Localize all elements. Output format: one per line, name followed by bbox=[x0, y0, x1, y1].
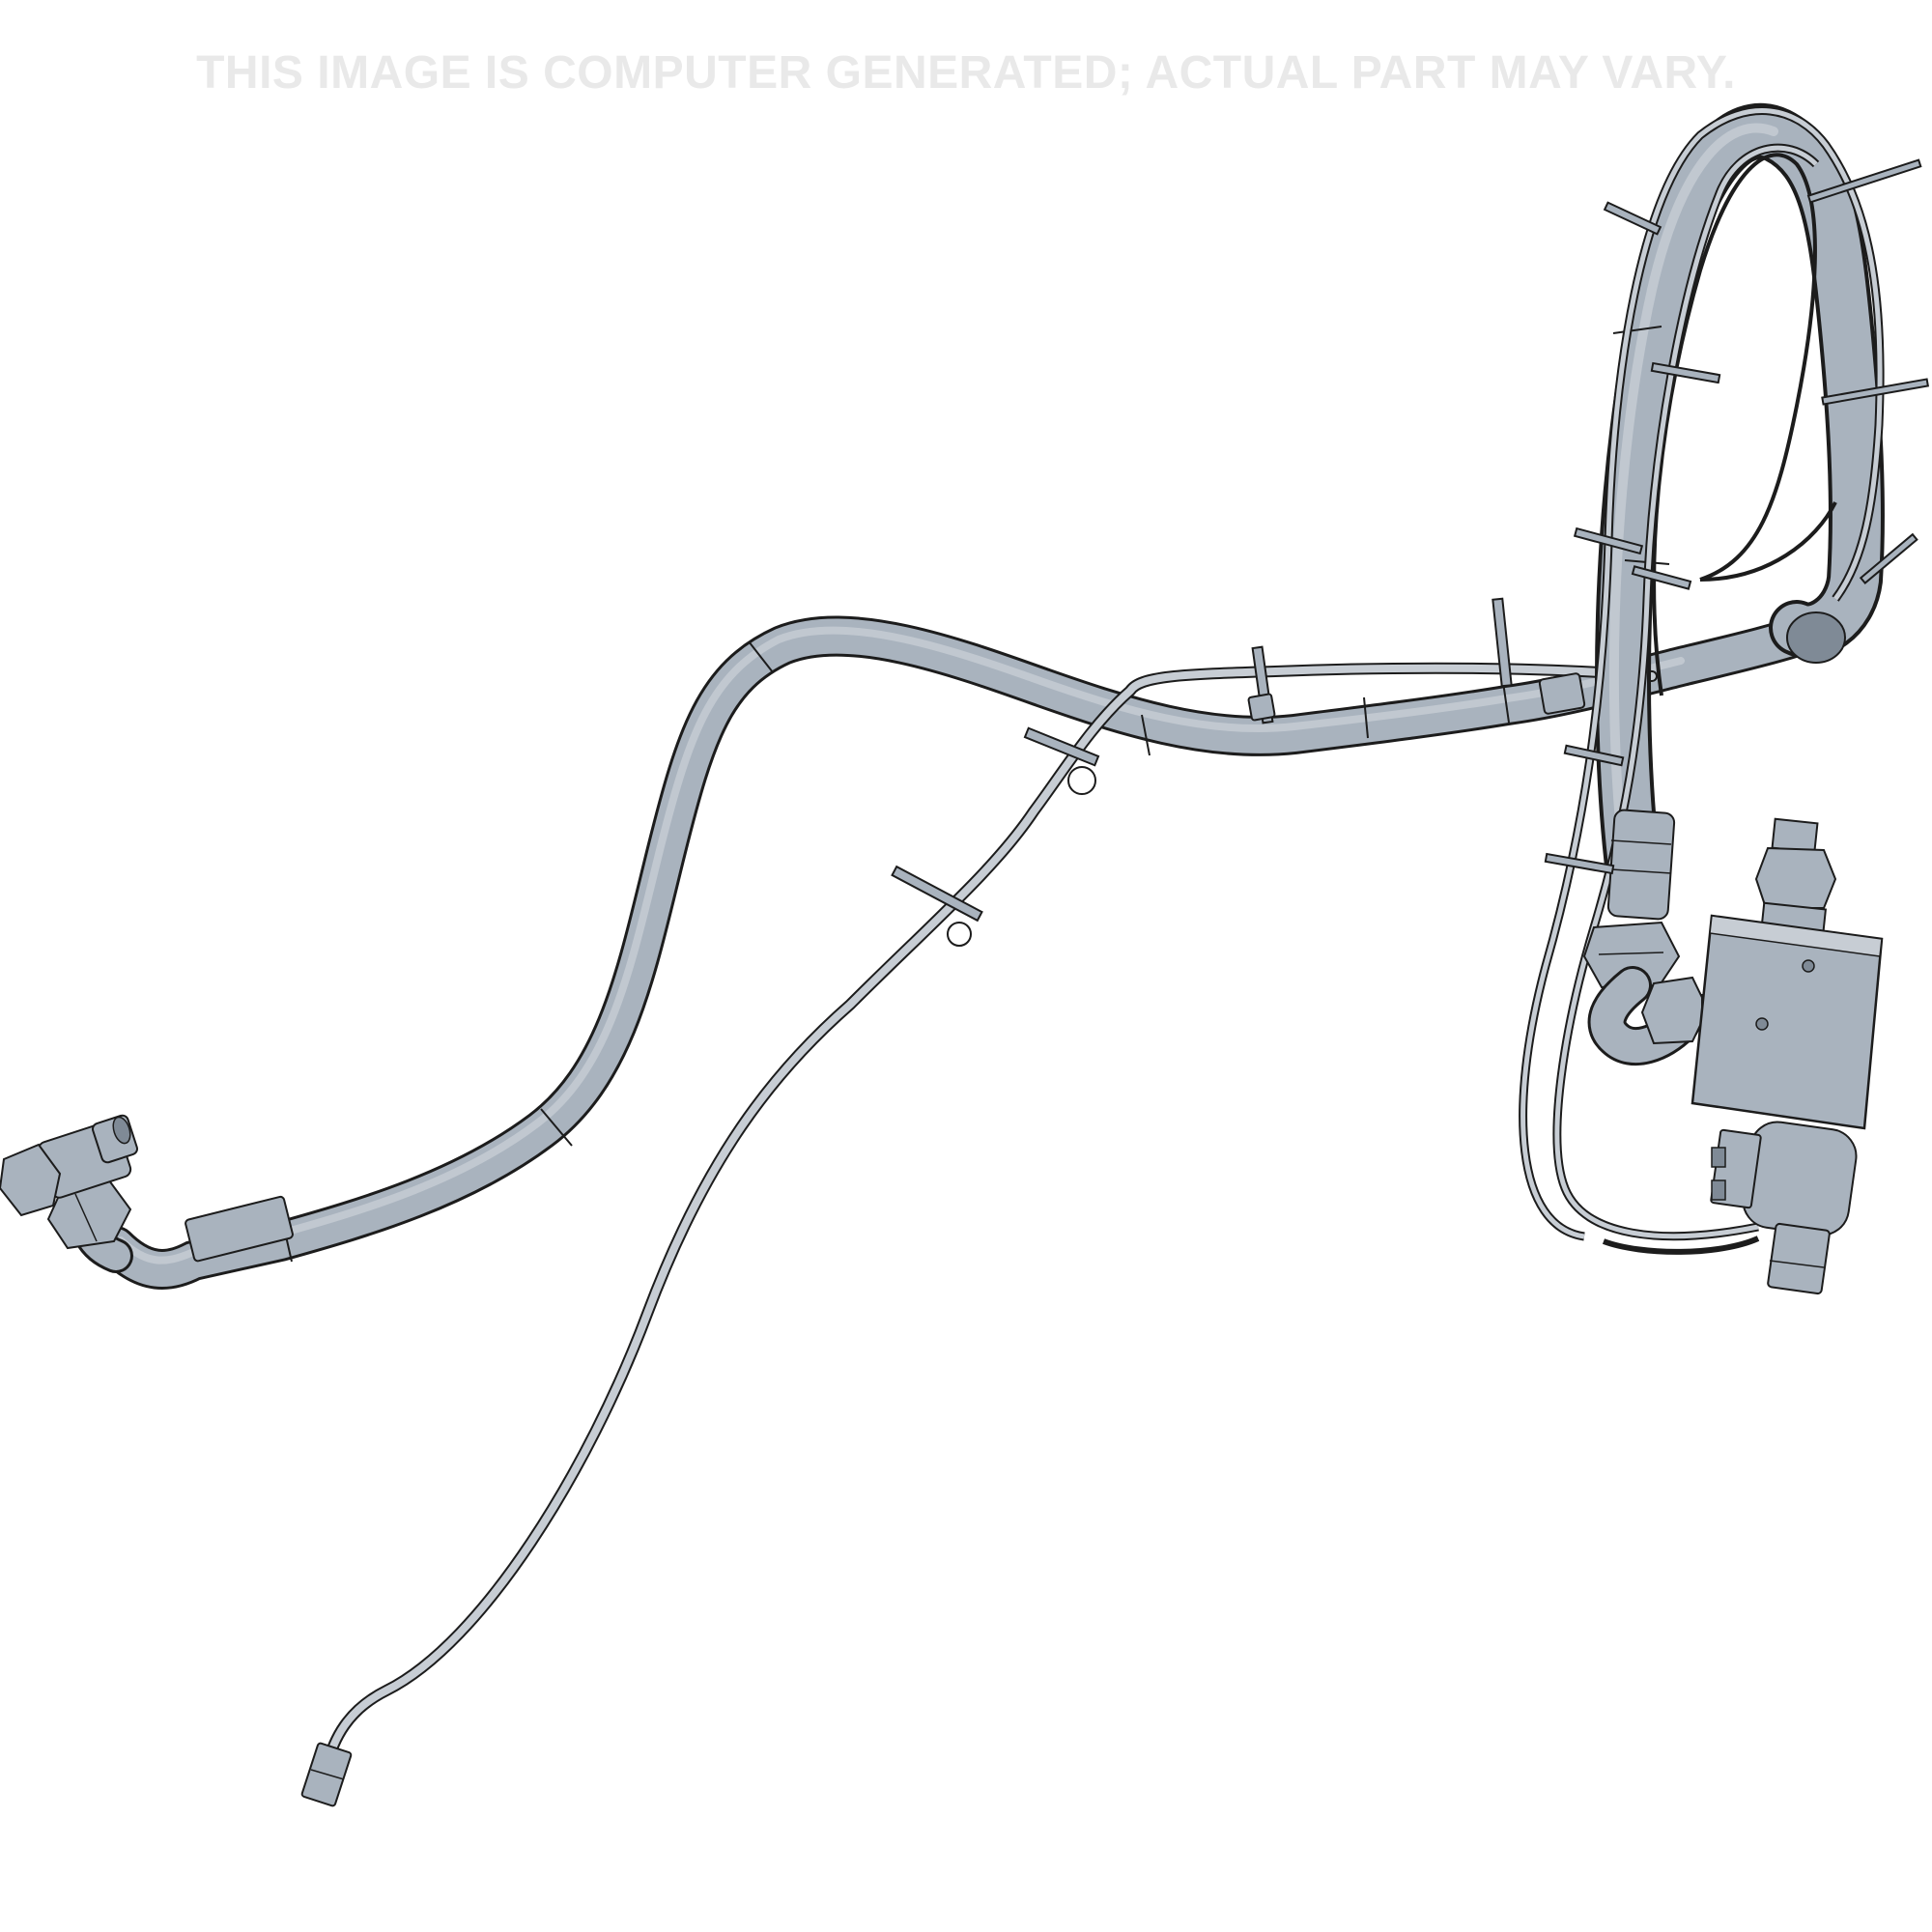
valve-block-icon bbox=[1690, 817, 1884, 1295]
sensor-wire bbox=[321, 662, 1658, 1774]
vertical-hose bbox=[1582, 809, 1732, 1066]
disclaimer-watermark: THIS IMAGE IS COMPUTER GENERATED; ACTUAL… bbox=[196, 47, 1736, 99]
cable-tie-icon bbox=[891, 158, 1930, 947]
wire-connector-icon bbox=[300, 1742, 353, 1807]
loop-wires bbox=[1519, 106, 1885, 1255]
left-tee-fitting bbox=[0, 1114, 138, 1273]
